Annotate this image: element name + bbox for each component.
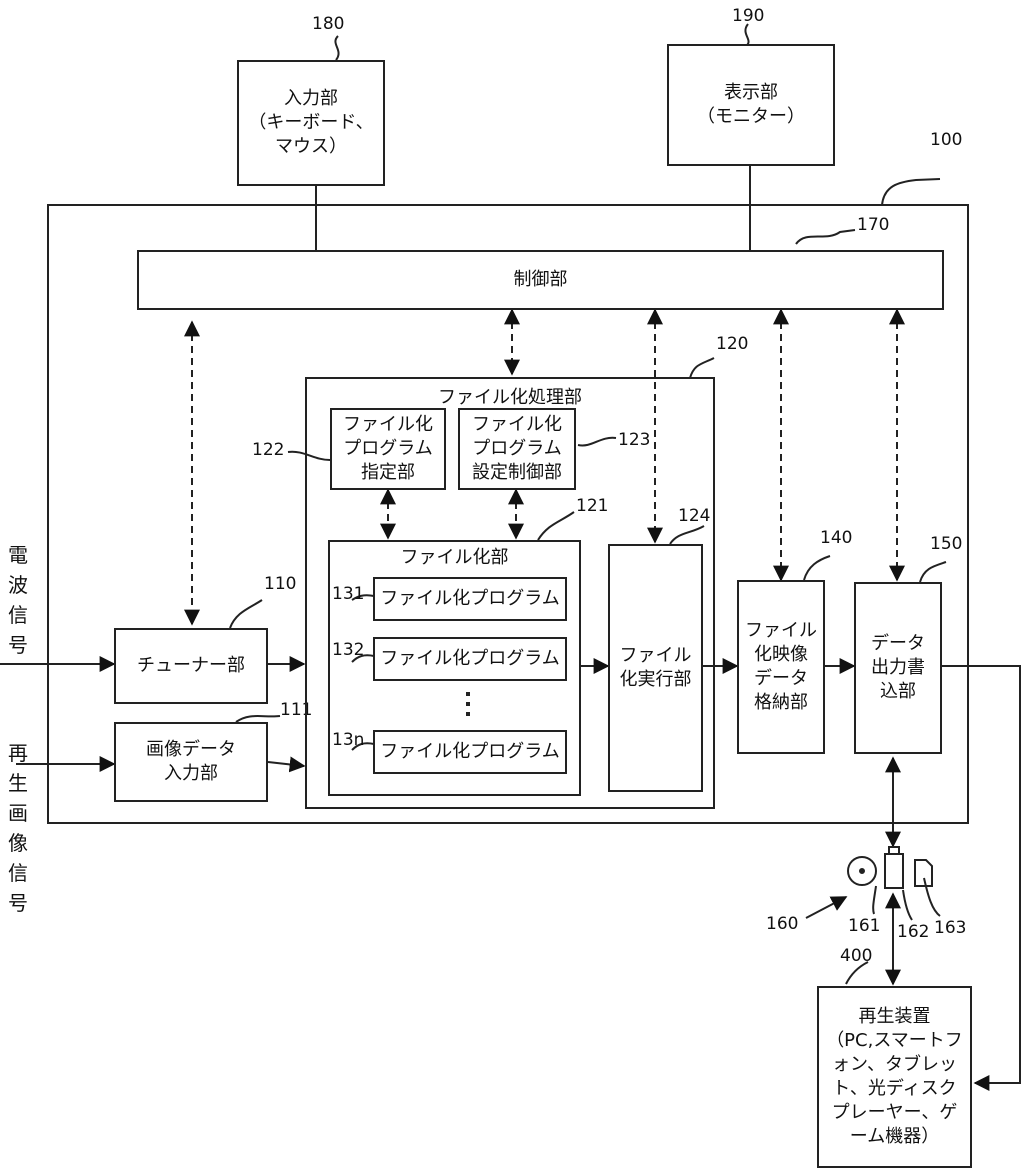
ref-180: 180 bbox=[312, 14, 345, 34]
file-program-spec-box: ファイル化 プログラム 指定部 bbox=[330, 408, 446, 490]
device-frame bbox=[47, 204, 969, 824]
file-unit-box bbox=[328, 540, 581, 796]
ref-190: 190 bbox=[732, 6, 765, 26]
file-unit-label: ファイル化部 bbox=[400, 547, 509, 568]
ref-162: 162 bbox=[897, 922, 930, 942]
ref-161: 161 bbox=[848, 916, 881, 936]
usb-memory-icon bbox=[884, 853, 904, 889]
ref-121: 121 bbox=[576, 496, 609, 516]
input-unit-label: 入力部 （キーボード、 マウス） bbox=[248, 88, 374, 157]
tuner-box: チューナー部 bbox=[114, 628, 268, 704]
memory-card-icon bbox=[914, 859, 933, 887]
writer-box: データ 出力書 込部 bbox=[854, 582, 942, 754]
storage-label: ファイル 化映像 データ 格納部 bbox=[745, 620, 817, 713]
storage-box: ファイル 化映像 データ 格納部 bbox=[737, 580, 825, 754]
ref-122: 122 bbox=[252, 440, 285, 460]
ref-120: 120 bbox=[716, 334, 749, 354]
image-fileproc-arrow bbox=[267, 756, 306, 773]
file-program-spec-label: ファイル化 プログラム 指定部 bbox=[343, 414, 433, 483]
ref-132: 132 bbox=[332, 640, 365, 660]
ref-140: 140 bbox=[820, 528, 853, 548]
file-program-13n-label: ファイル化プログラム bbox=[380, 741, 560, 762]
writer-player-line bbox=[942, 665, 1021, 1091]
ref-110: 110 bbox=[264, 574, 297, 594]
file-program-setting-label: ファイル化 プログラム 設定制御部 bbox=[472, 414, 562, 483]
control-unit-box: 制御部 bbox=[137, 250, 944, 310]
file-exec-label: ファイル 化実行部 bbox=[619, 645, 692, 690]
player-label: 再生装置 （PC,スマートフ ォン、タブレッ ト、光ディスク プレーヤー、ゲ ー… bbox=[826, 1006, 963, 1147]
input-unit-box: 入力部 （キーボード、 マウス） bbox=[237, 60, 385, 186]
image-input-label: 画像データ 入力部 bbox=[146, 739, 236, 784]
ref-150: 150 bbox=[930, 534, 963, 554]
file-program-setting-box: ファイル化 プログラム 設定制御部 bbox=[458, 408, 576, 490]
control-unit-label: 制御部 bbox=[513, 269, 568, 290]
writer-label: データ 出力書 込部 bbox=[871, 633, 925, 702]
ref-123: 123 bbox=[618, 430, 651, 450]
display-unit-box: 表示部 （モニター） bbox=[667, 44, 835, 166]
ref-131: 131 bbox=[332, 584, 365, 604]
ref-163: 163 bbox=[934, 918, 967, 938]
playback-signal-label: 再 生 画 像 信 号 bbox=[8, 741, 28, 915]
ref-400: 400 bbox=[840, 946, 873, 966]
ref-170: 170 bbox=[857, 215, 890, 235]
image-input-box: 画像データ 入力部 bbox=[114, 722, 268, 802]
player-box: 再生装置 （PC,スマートフ ォン、タブレッ ト、光ディスク プレーヤー、ゲ ー… bbox=[817, 986, 972, 1168]
tuner-label: チューナー部 bbox=[137, 655, 245, 676]
ref-13n: 13n bbox=[332, 730, 365, 750]
file-processing-box bbox=[305, 377, 715, 809]
disc-icon bbox=[847, 856, 877, 886]
file-processing-label: ファイル化処理部 bbox=[438, 387, 582, 408]
ref-160: 160 bbox=[766, 914, 799, 934]
media-group-arrow bbox=[805, 896, 848, 919]
ref-100: 100 bbox=[930, 130, 963, 150]
radio-signal-label: 電 波 信 号 bbox=[8, 543, 28, 657]
ref-111: 111 bbox=[280, 700, 313, 720]
file-program-131-box: ファイル化プログラム bbox=[373, 577, 567, 621]
file-program-132-label: ファイル化プログラム bbox=[380, 648, 560, 669]
file-program-131-label: ファイル化プログラム bbox=[380, 588, 560, 609]
file-program-132-box: ファイル化プログラム bbox=[373, 637, 567, 681]
ref-124: 124 bbox=[678, 506, 711, 526]
display-unit-label: 表示部 （モニター） bbox=[697, 82, 805, 127]
file-program-13n-box: ファイル化プログラム bbox=[373, 730, 567, 774]
file-exec-box: ファイル 化実行部 bbox=[608, 544, 703, 792]
